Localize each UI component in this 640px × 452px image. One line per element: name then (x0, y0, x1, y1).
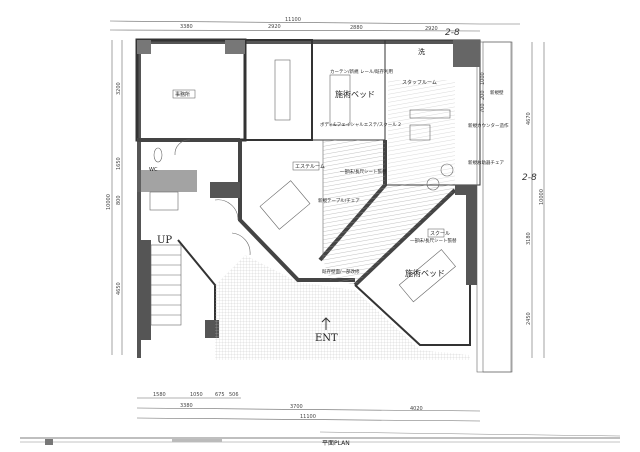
plan-title: 平面PLAN (322, 440, 350, 447)
top-dimensions: 11100 3380 2920 2880 2920 2-8 (109, 17, 520, 38)
dim-left-3: 800 (116, 195, 122, 205)
dim-bottom-sub-1: 1580 (153, 392, 166, 398)
room-office: 事務所 (175, 91, 190, 98)
note-floor-sheet-1: 一部床/長尺シート張替 (340, 168, 387, 175)
office-label-box (172, 89, 196, 99)
note-body-facial: ボディ&フェイシャルエステ/スクール 2 (320, 121, 401, 128)
dim-right-2: 3180 (526, 232, 532, 245)
note-floor-sheet-2: 一部床/長尺シート張替 (410, 237, 457, 244)
dim-bottom-3: 4020 (410, 406, 423, 412)
right-dimensions: 4670 3180 2450 10000 1000 200 700 2-8 (480, 42, 545, 358)
dim-bottom-sub-4: 506 (229, 392, 239, 398)
note-new-counter: 新規カウンター造作 (468, 122, 509, 129)
school-label-box (427, 228, 445, 238)
door-swing (231, 232, 251, 256)
dim-bottom-sub-3: 675 (215, 392, 225, 398)
dim-left-2: 1650 (116, 157, 122, 170)
room-staff: スタッフルーム (402, 79, 437, 86)
dim-top-4: 2920 (425, 26, 438, 32)
dim-bottom-1: 3380 (180, 403, 193, 409)
dim-bottom-2: 3700 (290, 404, 303, 410)
left-dimensions: 3200 1650 800 4650 10000 (106, 40, 123, 355)
note-curtain: カーテン/新規 レール/既存利用 (330, 68, 393, 75)
handwritten-note-top: 2-8 (445, 28, 460, 38)
stairs (150, 244, 182, 326)
room-school: スクール (430, 231, 450, 237)
note-existing-wall: 既存壁面/一部改修 (322, 268, 360, 275)
entrance-arrow-icon (321, 317, 331, 330)
title-block: 平面PLAN (20, 431, 621, 447)
dim-bottom-total: 11100 (300, 414, 316, 420)
dim-top-3: 2880 (350, 25, 363, 31)
dim-top-2: 2920 (268, 24, 281, 30)
dim-right-3: 2450 (526, 312, 532, 325)
dim-left-total: 10000 (106, 194, 112, 210)
room-treatment-bed-2: 施術ベッド (405, 268, 445, 278)
furniture (149, 59, 456, 303)
handwritten-note-right: 2-8 (522, 173, 537, 183)
bottom-dimensions: 1580 1050 675 506 3380 3700 4020 11100 (136, 392, 481, 422)
dim-right-total: 10000 (539, 189, 545, 205)
room-treatment-bed-1: 施術ベッド (335, 89, 375, 99)
note-new-wall: 新規壁 (490, 89, 504, 96)
dim-left-4: 4650 (116, 282, 122, 295)
dim-top-1: 3380 (180, 24, 193, 30)
note-new-chair: 新規お助器チェア (468, 159, 504, 166)
room-esthe: エステルーム (295, 164, 325, 170)
dim-left-1: 3200 (116, 82, 122, 95)
stairs-up-label: UP (157, 235, 172, 246)
entrance-label: ENT (315, 333, 338, 344)
dim-bottom-sub-2: 1050 (190, 392, 203, 398)
dim-top-total: 11100 (285, 17, 301, 23)
note-new-table-chair: 新規テーブル/チェア (318, 197, 360, 204)
esthe-label-box (292, 161, 320, 171)
room-wc: WC (149, 167, 158, 173)
room-wash: 洗 (418, 47, 425, 56)
entrance-floor (215, 255, 470, 360)
staff-room-floor (388, 80, 455, 185)
hatched-floor-area (323, 140, 455, 285)
dim-right-1: 4670 (526, 112, 532, 125)
